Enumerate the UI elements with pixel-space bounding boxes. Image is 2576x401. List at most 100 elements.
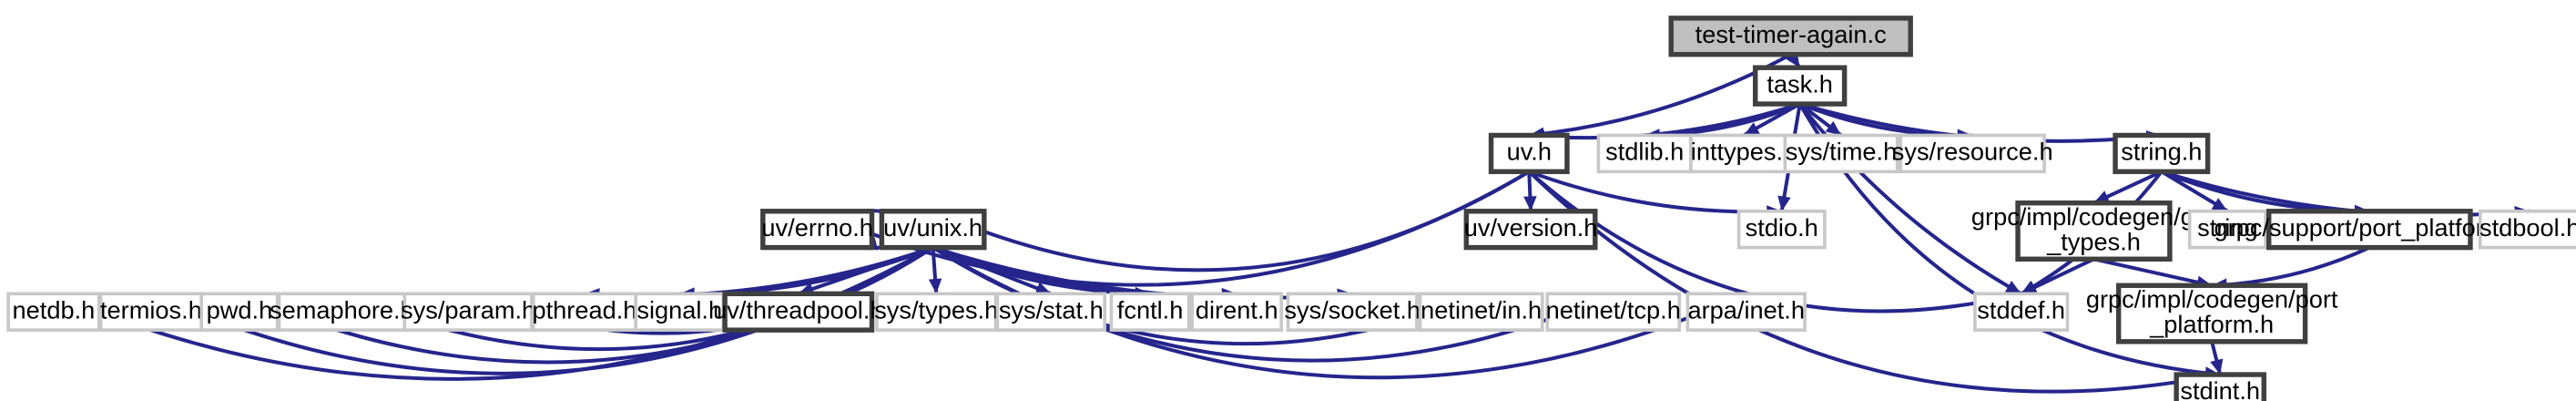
node-stddef[interactable]: stddef.h [1973,292,2070,332]
node-uvh[interactable]: uv.h [1488,132,1570,175]
arrowhead-task-to-systime [1825,120,1842,136]
edge-uvunix-to-pthread [584,245,934,298]
node-label-netdb: netdb.h [13,295,96,324]
node-portplat2[interactable]: grpc/impl/codegen/port_platform.h [2086,283,2338,344]
node-label-portplat2: grpc/impl/codegen/port [2086,285,2338,314]
edge-uvh-to-stdint [1527,170,2221,394]
node-stdbool[interactable]: stdbool.h [2479,209,2576,250]
node-label-gprtypes: grpc/impl/codegen/gpr [1971,202,2216,231]
node-stdint[interactable]: stdint.h [2174,372,2266,401]
node-stdio[interactable]: stdio.h [1736,209,1827,250]
node-box-uverrno [760,209,875,251]
node-netinetin[interactable]: netinet/in.h [1418,292,1544,332]
node-pwd[interactable]: pwd.h [199,292,280,332]
node-label-netinettcp: netinet/tcp.h [1546,295,1681,324]
node-netinettcp[interactable]: netinet/tcp.h [1545,292,1682,332]
node-box-stddef [1973,292,2070,332]
node-box-uvh [1488,132,1570,175]
node-box-test [1668,15,1913,57]
node-box-sysstat [995,292,1107,332]
node-fcntl[interactable]: fcntl.h [1109,292,1191,332]
node-stdlib[interactable]: stdlib.h [1596,133,1693,174]
node-dirent[interactable]: dirent.h [1190,292,1284,332]
node-box-systime [1783,133,1899,174]
node-box-sysparam [402,292,534,332]
node-box-stdbool [2479,209,2576,250]
edge-portplat-to-portplat2 [2212,245,2371,288]
node-box-signal [634,292,726,332]
node-uverrno[interactable]: uv/errno.h [760,209,875,251]
node-box-portplat [2265,209,2473,251]
node-label-stringh: string.h [2121,138,2202,166]
node-pthread[interactable]: pthread.h [531,292,637,332]
node-uvunix[interactable]: uv/unix.h [879,209,987,251]
node-netdb[interactable]: netdb.h [6,292,101,332]
node-label-sysresource: sys/resource.h [1892,138,2053,166]
node-systypes[interactable]: sys/types.h [874,292,998,332]
node-label-systime: sys/time.h [1786,138,1897,166]
node-stringcpp[interactable]: string [2187,209,2267,250]
node-label-task: task.h [1767,69,1833,98]
node-gprtypes[interactable]: grpc/impl/codegen/gpr_types.h [1971,200,2216,262]
node-label-portplat2: _platform.h [2149,310,2274,338]
node-label-semaphore: semaphore.h [270,295,414,324]
node-label-uvh: uv.h [1507,138,1552,166]
node-portplat[interactable]: grpc/support/port_platform.h [2215,209,2526,251]
edge-uvunix-to-uvthreadpool [798,245,934,296]
node-termios[interactable]: termios.h [98,292,204,332]
arrowhead-portplat2-to-stdint [2210,358,2224,375]
node-label-systypes: sys/types.h [874,295,998,324]
node-systime[interactable]: sys/time.h [1783,133,1899,174]
node-task[interactable]: task.h [1752,65,1848,107]
node-label-signal: signal.h [636,295,722,324]
node-sysstat[interactable]: sys/stat.h [995,292,1107,332]
node-syssocket[interactable]: sys/socket.h [1284,292,1420,332]
node-signal[interactable]: signal.h [634,292,726,332]
node-uvthreadpool[interactable]: uv/threadpool.h [713,291,884,333]
node-box-stdlib [1596,133,1693,174]
arrowhead-uvunix-to-sysstat [1034,282,1052,295]
node-label-inttypes: inttypes.h [1691,138,1797,166]
node-label-netinetin: netinet/in.h [1420,295,1542,324]
node-label-stdbool: stdbool.h [2479,213,2576,242]
node-sysresource[interactable]: sys/resource.h [1892,133,2053,174]
node-box-stringcpp [2187,209,2267,250]
edge-test-to-uvh [1529,53,1792,138]
edge-task-to-sysresource [1798,102,1973,138]
node-label-stdlib: stdlib.h [1605,138,1684,166]
node-label-stringcpp: string [2197,213,2258,242]
edge-gprtypes-to-portplat2 [2093,257,2213,288]
node-box-portplat2 [2115,283,2308,344]
node-label-arpainet: arpa/inet.h [1687,295,1805,324]
node-box-netinettcp [1545,292,1682,332]
arrowhead-stringh-to-stringcpp [2211,198,2228,211]
node-box-arpainet [1685,292,1807,332]
node-label-sysstat: sys/stat.h [999,295,1104,324]
node-box-stringh [2113,132,2211,175]
node-uvversion[interactable]: uv/version.h [1463,209,1598,251]
node-box-uvthreadpool [722,291,875,333]
node-test[interactable]: test-timer-again.c [1668,15,1913,57]
node-inttypes[interactable]: inttypes.h [1689,133,1798,174]
node-label-portplat: grpc/support/port_platform.h [2215,213,2526,242]
node-label-uverrno: uv/errno.h [761,213,872,242]
node-label-sysparam: sys/param.h [401,295,535,324]
node-label-termios: termios.h [100,295,202,324]
node-sysparam[interactable]: sys/param.h [401,292,535,332]
node-label-dirent: dirent.h [1196,295,1278,324]
node-label-uvunix: uv/unix.h [883,213,983,242]
node-box-netinetin [1418,292,1544,332]
node-arpainet[interactable]: arpa/inet.h [1685,292,1807,332]
node-box-systypes [875,292,998,332]
node-semaphore[interactable]: semaphore.h [270,292,414,332]
edge-uvh-to-uvunix [932,170,1531,272]
node-label-pthread: pthread.h [533,295,637,324]
node-label-uvthreadpool: uv/threadpool.h [713,295,883,324]
arrowhead-stringh-to-gprtypes [2093,190,2111,203]
node-stringh[interactable]: string.h [2113,132,2211,175]
node-label-pwd: pwd.h [207,295,273,324]
arrowhead-uvh-to-uvversion [1523,196,1537,211]
node-label-syssocket: sys/socket.h [1284,295,1420,324]
